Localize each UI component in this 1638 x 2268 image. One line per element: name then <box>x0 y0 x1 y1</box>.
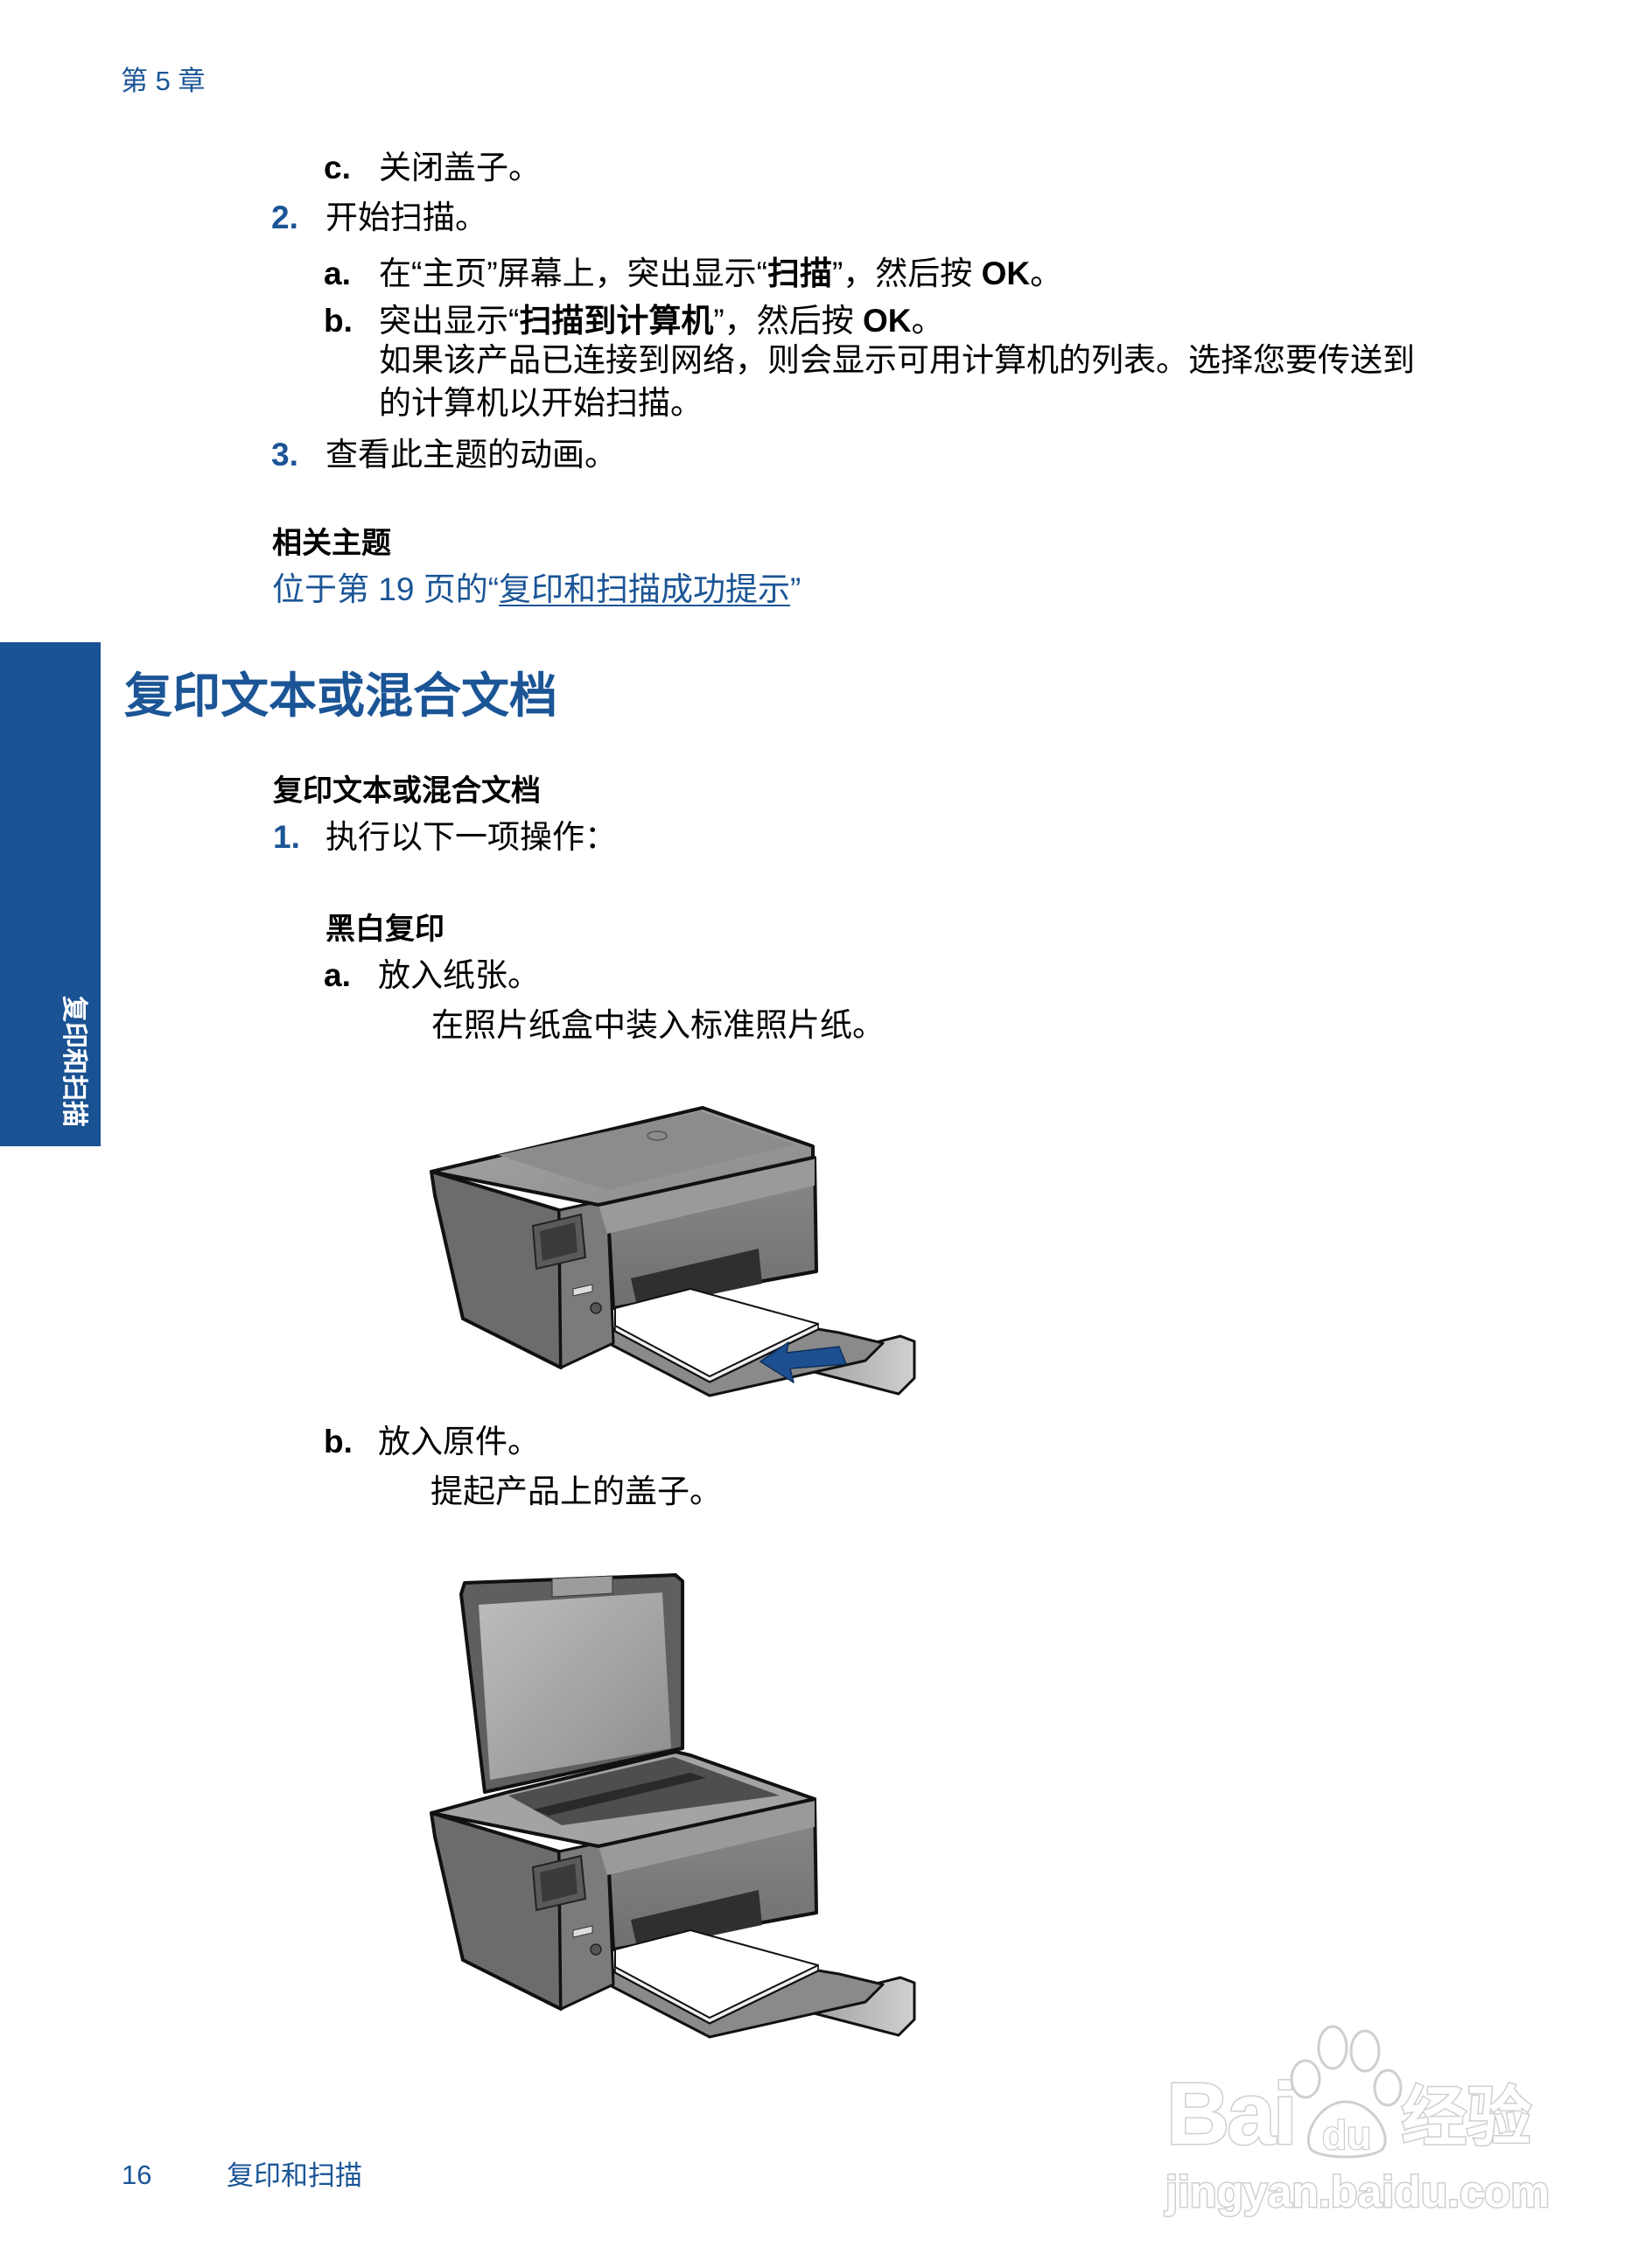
chapter-side-tab-label: 复印和扫描 <box>60 996 88 1127</box>
chapter-label: 第 5 章 <box>121 66 206 96</box>
step-marker-2b: b. <box>324 303 353 339</box>
step-2a-text: 在“主页”屏幕上，突出显示“扫描”，然后按 OK。 <box>379 256 1062 291</box>
insert-arrow-icon <box>760 1341 847 1383</box>
step-marker-a: a. <box>324 957 351 993</box>
step-2b-seg: 。 <box>911 303 944 339</box>
related-topic-link[interactable]: 复印和扫描成功提示 <box>499 571 791 607</box>
step-marker-1: 1. <box>273 819 300 855</box>
step-1-text: 执行以下一项操作： <box>326 819 617 855</box>
page-number: 16 <box>122 2160 152 2190</box>
step-c-text: 关闭盖子。 <box>379 150 541 186</box>
mode-title-bw-copy: 黑白复印 <box>326 913 444 946</box>
related-topics-title: 相关主题 <box>272 527 391 560</box>
related-prefix: 位于第 19 页的“ <box>272 571 500 607</box>
step-3-text: 查看此主题的动画。 <box>326 437 617 472</box>
step-2b-note-line-1: 如果该产品已连接到网络，则会显示可用计算机的列表。选择您要传送到 <box>379 342 1415 378</box>
step-2b-ok-bold: OK <box>862 303 912 339</box>
step-2b-scan-to-computer-bold: 扫描到计算机 <box>519 303 714 339</box>
step-2a-ok-bold: OK <box>981 256 1031 291</box>
related-suffix: ” <box>790 571 802 607</box>
step-2b-note-line-2: 的计算机以开始扫描。 <box>379 385 703 421</box>
watermark-brand-left: Bai <box>1166 2065 1299 2163</box>
footer-section-title: 复印和扫描 <box>227 2160 362 2191</box>
step-2a-seg: 。 <box>1030 256 1063 291</box>
step-2b-seg: 突出显示“ <box>379 303 520 339</box>
step-marker-2a: a. <box>324 256 351 291</box>
step-b-detail: 提起产品上的盖子。 <box>430 1474 722 1509</box>
step-a-detail: 在照片纸盒中装入标准照片纸。 <box>431 1007 885 1043</box>
related-topic-reference: 位于第 19 页的“复印和扫描成功提示” <box>272 572 801 607</box>
step-marker-b: b. <box>324 1424 353 1460</box>
step-marker-3: 3. <box>271 437 298 472</box>
watermark-brand-paw-text: du <box>1322 2112 1371 2158</box>
step-a-text: 放入纸张。 <box>378 957 540 993</box>
step-marker-c: c. <box>324 150 351 186</box>
step-2b-text: 突出显示“扫描到计算机”，然后按 OK。 <box>379 304 943 339</box>
step-marker-2: 2. <box>271 200 298 235</box>
step-2-text: 开始扫描。 <box>326 200 487 235</box>
procedure-title: 复印文本或混合文档 <box>273 774 541 808</box>
chapter-side-tab <box>0 642 101 1146</box>
step-2a-seg: ”，然后按 <box>831 256 982 291</box>
step-b-text: 放入原件。 <box>378 1424 540 1460</box>
watermark-url: jingyan.baidu.com <box>1165 2166 1551 2218</box>
section-heading: 复印文本或混合文档 <box>124 668 558 723</box>
baidu-paw-icon: du <box>1290 2025 1403 2159</box>
watermark-brand-right: 经验 <box>1401 2080 1533 2155</box>
step-2a-scan-bold: 扫描 <box>766 256 832 291</box>
printer-lid-open-illustration <box>430 1573 916 2039</box>
step-2b-seg: ”，然后按 <box>713 303 863 339</box>
step-2a-seg: 在“主页”屏幕上，突出显示“ <box>379 256 767 291</box>
printer-load-paper-illustration <box>430 1106 916 1397</box>
